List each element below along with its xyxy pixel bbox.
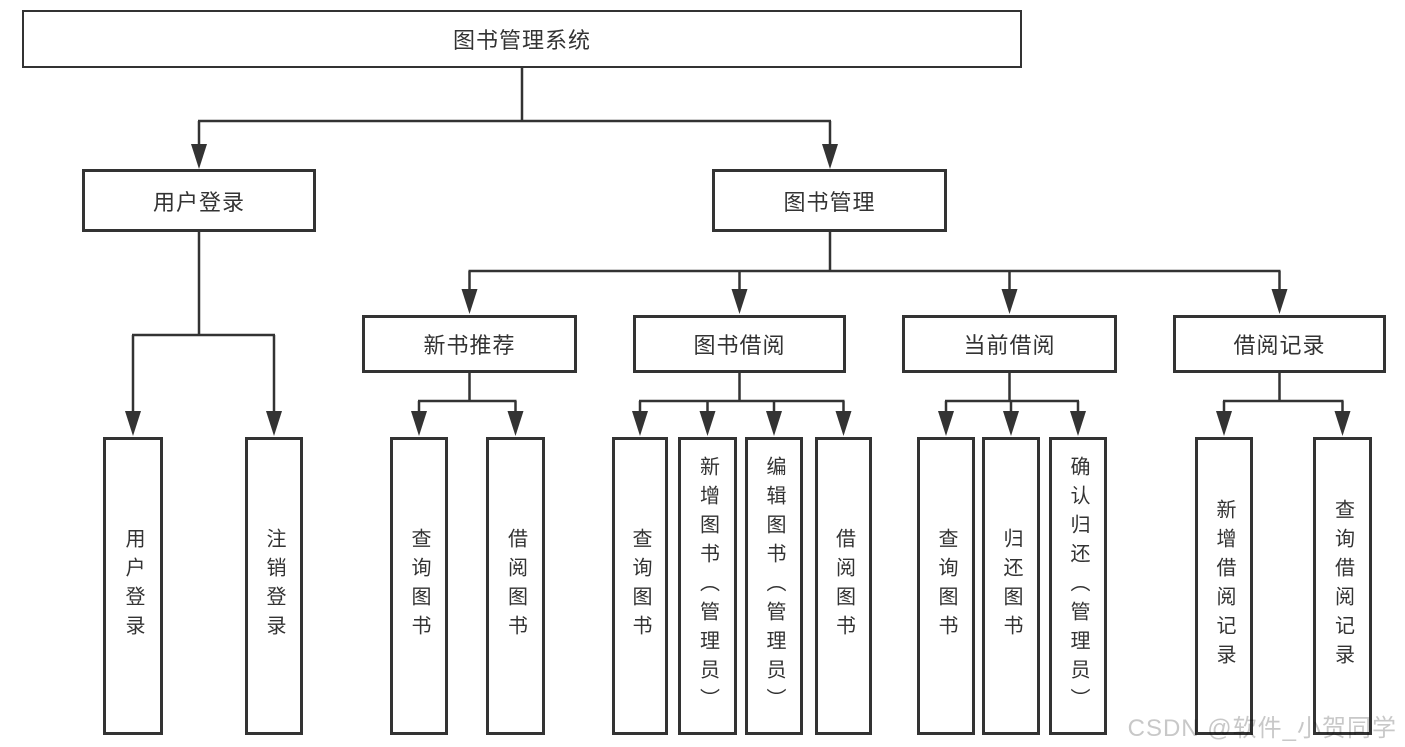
arrow-down-icon	[125, 411, 141, 436]
node-root: 图书管理系统	[22, 10, 1022, 68]
arrow-down-icon	[191, 144, 207, 169]
connector-edges	[131, 68, 1344, 414]
node-book-borrowing: 图书借阅	[633, 315, 846, 373]
arrow-down-icon	[1070, 411, 1086, 436]
node-borrowing-records: 借阅记录	[1173, 315, 1386, 373]
node-user-login-label: 用户登录	[152, 189, 245, 215]
node-new-book-recommend: 新书推荐	[362, 315, 577, 373]
leaf-add-borrow-record-label: 新增借阅记录	[1213, 499, 1235, 673]
node-borrowing-records-label: 借阅记录	[1233, 333, 1326, 358]
node-current-borrowing-label: 当前借阅	[963, 333, 1056, 358]
node-root-label: 图书管理系统	[452, 28, 591, 53]
leaf-add-borrow-record: 新增借阅记录	[1195, 437, 1253, 735]
arrow-down-icon	[461, 289, 478, 314]
arrow-down-icon	[822, 144, 838, 169]
arrow-down-icon	[632, 411, 648, 436]
leaf-edit-books-admin-label: 编辑图书（管理员）	[763, 455, 785, 717]
arrow-down-icon	[938, 411, 954, 436]
arrow-down-icon	[1334, 411, 1351, 436]
node-new-book-recommend-label: 新书推荐	[423, 333, 516, 358]
leaf-add-books-admin: 新增图书（管理员）	[678, 437, 737, 735]
watermark: CSDN @软件_小贺同学	[1127, 715, 1397, 742]
leaf-query-books-current-label: 查询图书	[935, 528, 957, 644]
arrow-down-icon	[835, 411, 852, 436]
leaf-user-login: 用户登录	[103, 437, 163, 735]
leaf-confirm-return-admin-label: 确认归还（管理员）	[1067, 455, 1089, 717]
leaf-add-books-admin-label: 新增图书（管理员）	[696, 455, 719, 717]
arrow-down-icon	[1003, 411, 1019, 436]
node-current-borrowing: 当前借阅	[902, 315, 1117, 373]
leaf-query-borrow-record-label: 查询借阅记录	[1331, 499, 1354, 673]
arrow-down-icon	[1216, 411, 1232, 436]
node-user-login: 用户登录	[82, 169, 316, 232]
arrowheads	[125, 144, 1351, 436]
node-book-borrowing-label: 图书借阅	[693, 333, 786, 358]
arrow-down-icon	[266, 411, 282, 436]
leaf-confirm-return-admin: 确认归还（管理员）	[1049, 437, 1107, 735]
leaf-borrow-books-recommend-label: 借阅图书	[504, 528, 527, 644]
arrow-down-icon	[1271, 289, 1288, 314]
node-book-management: 图书管理	[712, 169, 947, 232]
leaf-logout-login-label: 注销登录	[263, 528, 285, 644]
arrow-down-icon	[507, 411, 524, 436]
leaf-logout-login: 注销登录	[245, 437, 303, 735]
leaf-query-books-borrow-label: 查询图书	[629, 528, 651, 644]
leaf-query-books-recommend-label: 查询图书	[408, 528, 430, 644]
leaf-query-books-recommend: 查询图书	[390, 437, 448, 735]
arrow-down-icon	[699, 411, 716, 436]
leaf-edit-books-admin: 编辑图书（管理员）	[745, 437, 803, 735]
leaf-borrow-books-label: 借阅图书	[832, 528, 855, 644]
leaf-query-borrow-record: 查询借阅记录	[1313, 437, 1372, 735]
leaf-borrow-books: 借阅图书	[815, 437, 872, 735]
leaf-query-books-borrow: 查询图书	[612, 437, 668, 735]
arrow-down-icon	[1001, 289, 1018, 314]
arrow-down-icon	[766, 411, 782, 436]
leaf-return-books: 归还图书	[982, 437, 1040, 735]
leaf-user-login-label: 用户登录	[122, 528, 144, 644]
leaf-query-books-current: 查询图书	[917, 437, 975, 735]
node-book-management-label: 图书管理	[783, 189, 876, 215]
arrow-down-icon	[411, 411, 427, 436]
arrow-down-icon	[731, 289, 748, 314]
leaf-borrow-books-recommend: 借阅图书	[486, 437, 545, 735]
leaf-return-books-label: 归还图书	[1000, 528, 1022, 644]
